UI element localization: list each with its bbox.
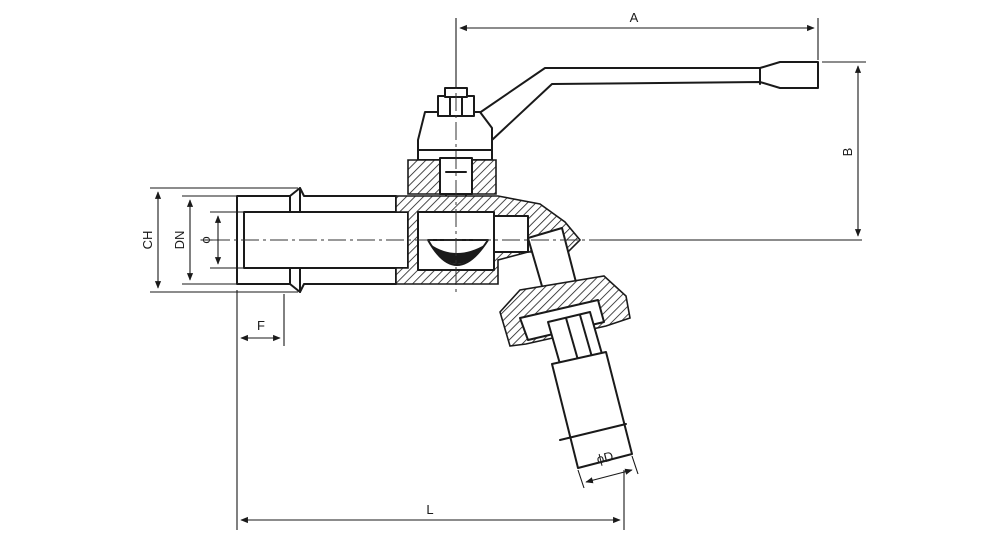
stem-housing [407, 157, 497, 211]
label-b: B [840, 148, 855, 157]
outlet-spout [499, 227, 633, 469]
label-phi-d: ϕD [595, 448, 615, 467]
label-phi-small: ϕ [198, 236, 213, 243]
lever-handle [417, 61, 819, 161]
label-l: L [426, 502, 433, 517]
dimension-ch: CH [140, 187, 298, 293]
label-dn: DN [172, 231, 187, 250]
label-f: F [257, 318, 265, 333]
dimension-b: B [822, 61, 866, 237]
dimension-a: A [455, 10, 819, 88]
dimension-phi-d: ϕD [577, 448, 639, 489]
dimension-dn: DN [172, 195, 238, 285]
dimension-l: L [240, 470, 625, 530]
dimension-phi-bore: ϕ [198, 211, 244, 269]
dimension-f: F [236, 290, 285, 530]
center-lines [212, 64, 862, 296]
label-ch: CH [140, 231, 155, 250]
label-a: A [630, 10, 639, 25]
